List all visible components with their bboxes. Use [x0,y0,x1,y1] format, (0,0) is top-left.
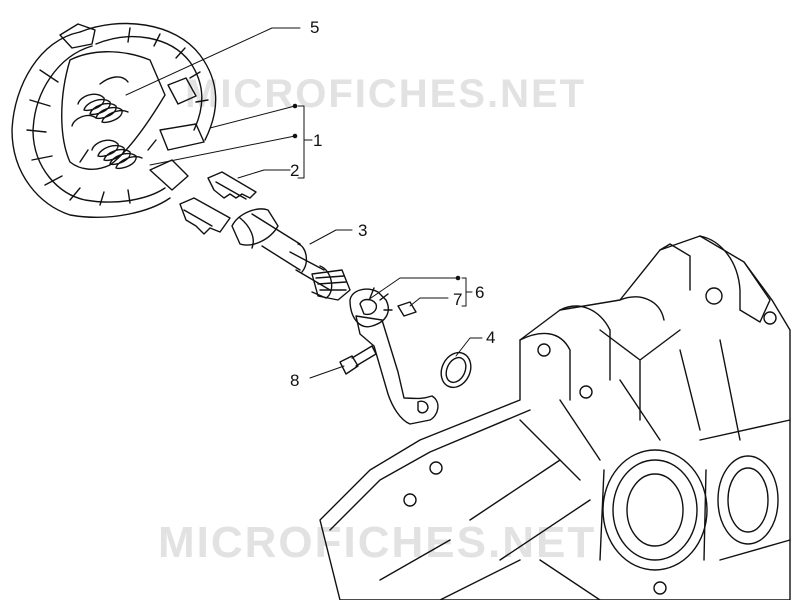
bolt [339,345,377,375]
watermark-bottom: MICROFICHES.NET [158,518,597,567]
o-ring [440,351,472,389]
callout-1: 1 [313,131,323,150]
leader-lines [125,27,483,379]
callout-2: 2 [290,161,300,180]
watermark-top: MICROFICHES.NET [185,72,587,116]
callout-5: 5 [310,18,320,37]
brake-shoe-assembly [11,22,217,218]
brake-clips [179,171,257,235]
crankcase [319,235,791,600]
callout-7: 7 [453,290,463,309]
callout-4: 4 [486,328,496,347]
brake-lever [349,287,439,425]
callout-3: 3 [358,221,368,240]
callout-8: 8 [290,371,300,390]
brake-camshaft [231,208,351,301]
callout-6: 6 [475,283,485,302]
lever-clip [397,301,417,317]
